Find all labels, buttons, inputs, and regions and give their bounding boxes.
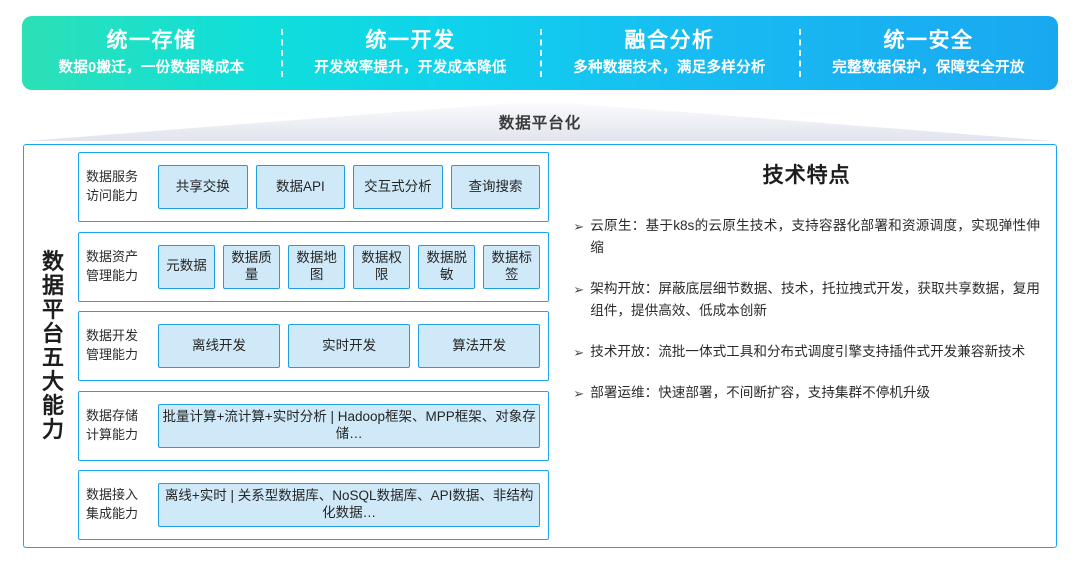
capability-item[interactable]: 算法开发 [418, 324, 541, 368]
capability-row-data-service: 数据服务 访问能力 共享交换 数据API 交互式分析 查询搜索 [78, 152, 550, 222]
capability-item[interactable]: 查询搜索 [450, 165, 541, 209]
header-subtitle: 数据0搬迁，一份数据降成本 [58, 60, 245, 77]
header-subtitle: 开发效率提升，开发成本降低 [314, 60, 507, 77]
capability-row-data-ingestion: 数据接入 集成能力 离线+实时 | 关系型数据库、NoSQL数据库、API数据、… [78, 470, 550, 540]
capabilities-vertical-title: 数据平台五大能力 [32, 152, 74, 540]
capability-items: 离线开发 实时开发 算法开发 [158, 317, 541, 375]
capability-row-label-line2: 管理能力 [86, 267, 139, 283]
header-cell-development: 统一开发 开发效率提升，开发成本降低 [281, 16, 540, 90]
capability-row-label-line1: 数据接入 [86, 487, 139, 503]
tech-feature-text: 部署运维：快速部署，不间断扩容，支持集群不停机升级 [590, 385, 931, 401]
capability-row-data-development: 数据开发 管理能力 离线开发 实时开发 算法开发 [78, 311, 550, 381]
tech-feature-text: 技术开放：流批一体式工具和分布式调度引擎支持插件式开发兼容新技术 [590, 344, 1026, 360]
capability-item[interactable]: 数据API [255, 165, 346, 209]
capability-row-data-storage: 数据存储 计算能力 批量计算+流计算+实时分析 | Hadoop框架、MPP框架… [78, 390, 550, 461]
tech-feature-item: ➢ 架构开放：屏蔽底层细节数据、技术，托拉拽式开发，获取共享数据，复用组件，提供… [573, 278, 1040, 322]
arrow-bullet-icon: ➢ [573, 219, 585, 234]
capability-row-label-line2: 计算能力 [86, 426, 139, 442]
capability-item[interactable]: 数据地图 [288, 244, 346, 289]
header-title: 统一开发 [365, 29, 456, 53]
header-title: 融合分析 [624, 29, 715, 53]
capability-item[interactable]: 数据脱敏 [418, 244, 476, 289]
capability-item[interactable]: 批量计算+流计算+实时分析 | Hadoop框架、MPP框架、对象存储… [158, 403, 541, 448]
capability-row-label: 数据服务 访问能力 [86, 168, 158, 206]
capability-item[interactable]: 交互式分析 [353, 165, 443, 209]
capability-item[interactable]: 数据标签 [483, 244, 541, 289]
tech-feature-item: ➢ 技术开放：流批一体式工具和分布式调度引擎支持插件式开发兼容新技术 [573, 341, 1040, 363]
capability-item[interactable]: 实时开发 [288, 324, 411, 368]
header-title: 统一安全 [883, 29, 974, 53]
capability-row-label-line1: 数据服务 [86, 169, 139, 185]
capability-row-label-line1: 数据开发 [86, 328, 139, 344]
tech-features-list: ➢ 云原生：基于k8s的云原生技术，支持容器化部署和资源调度，实现弹性伸缩 ➢ … [573, 215, 1040, 404]
capability-row-label-line2: 管理能力 [86, 347, 139, 362]
header-title: 统一存储 [106, 29, 197, 53]
capabilities-block: 数据平台五大能力 数据服务 访问能力 共享交换 数据API 交互式分析 查询搜索… [24, 145, 555, 547]
capability-item[interactable]: 数据质量 [223, 244, 281, 289]
header-cell-analysis: 融合分析 多种数据技术，满足多样分析 [540, 16, 799, 90]
capability-item[interactable]: 离线开发 [158, 324, 281, 368]
platform-band: 数据平台化 [0, 103, 1080, 141]
arrow-bullet-icon: ➢ [573, 386, 585, 402]
capability-row-label-line1: 数据存储 [86, 407, 139, 423]
capability-item[interactable]: 数据权限 [353, 244, 411, 289]
capability-items: 批量计算+流计算+实时分析 | Hadoop框架、MPP框架、对象存储… [158, 397, 541, 455]
header-subtitle: 多种数据技术，满足多样分析 [573, 60, 766, 77]
capability-rows: 数据服务 访问能力 共享交换 数据API 交互式分析 查询搜索 数据资产 管理能… [74, 152, 555, 540]
capability-row-label: 数据开发 管理能力 [86, 327, 158, 365]
main-container: 数据平台五大能力 数据服务 访问能力 共享交换 数据API 交互式分析 查询搜索… [23, 144, 1057, 548]
tech-feature-text: 架构开放：屏蔽底层细节数据、技术，托拉拽式开发，获取共享数据，复用组件，提供高效… [590, 281, 1040, 319]
capability-row-label-line2: 访问能力 [86, 188, 139, 203]
header-cell-security: 统一安全 完整数据保护，保障安全开放 [799, 16, 1058, 90]
capability-item[interactable]: 共享交换 [158, 165, 248, 209]
tech-feature-text: 云原生：基于k8s的云原生技术，支持容器化部署和资源调度，实现弹性伸缩 [590, 218, 1040, 256]
tech-feature-item: ➢ 云原生：基于k8s的云原生技术，支持容器化部署和资源调度，实现弹性伸缩 [573, 215, 1040, 259]
arrow-bullet-icon: ➢ [573, 345, 585, 361]
header-banner: 统一存储 数据0搬迁，一份数据降成本 统一开发 开发效率提升，开发成本降低 融合… [22, 16, 1058, 90]
capability-row-label-line1: 数据资产 [86, 248, 139, 264]
capability-items: 元数据 数据质量 数据地图 数据权限 数据脱敏 数据标签 [158, 238, 541, 296]
arrow-bullet-icon: ➢ [573, 282, 585, 298]
tech-features-block: 技术特点 ➢ 云原生：基于k8s的云原生技术，支持容器化部署和资源调度，实现弹性… [555, 145, 1056, 547]
capability-row-label: 数据存储 计算能力 [86, 407, 158, 445]
capability-items: 离线+实时 | 关系型数据库、NoSQL数据库、API数据、非结构化数据… [158, 476, 541, 534]
header-subtitle: 完整数据保护，保障安全开放 [832, 60, 1025, 77]
capability-item[interactable]: 元数据 [158, 244, 216, 289]
tech-features-heading: 技术特点 [762, 164, 851, 187]
capability-row-data-asset: 数据资产 管理能力 元数据 数据质量 数据地图 数据权限 数据脱敏 数据标签 [78, 231, 550, 302]
tech-feature-item: ➢ 部署运维：快速部署，不间断扩容，支持集群不停机升级 [573, 382, 1040, 404]
platform-label: 数据平台化 [498, 115, 582, 132]
capabilities-vertical-title-text: 数据平台五大能力 [41, 249, 64, 442]
capability-item[interactable]: 离线+实时 | 关系型数据库、NoSQL数据库、API数据、非结构化数据… [158, 483, 541, 527]
capability-items: 共享交换 数据API 交互式分析 查询搜索 [158, 158, 541, 216]
capability-row-label: 数据接入 集成能力 [86, 486, 158, 524]
header-cell-storage: 统一存储 数据0搬迁，一份数据降成本 [22, 16, 281, 90]
capability-row-label-line2: 集成能力 [86, 506, 139, 521]
capability-row-label: 数据资产 管理能力 [86, 248, 158, 286]
